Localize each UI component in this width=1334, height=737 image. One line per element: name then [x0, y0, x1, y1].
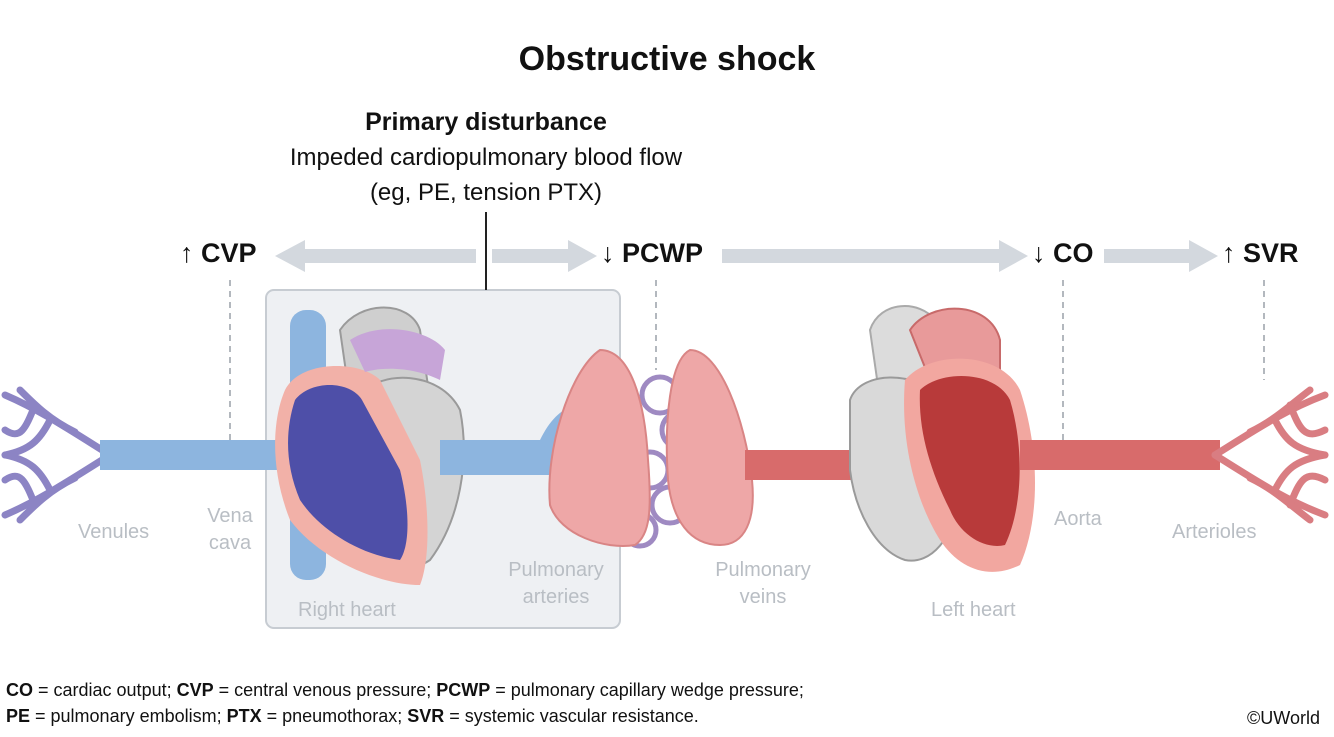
flow-arrows: [275, 240, 1218, 272]
pulmonary-vein-vessel: [745, 450, 870, 480]
legend-definition: = pulmonary capillary wedge pressure;: [490, 680, 804, 700]
legend-definition: = pulmonary embolism;: [30, 706, 227, 726]
right-heart-label: Right heart: [298, 599, 396, 621]
legend-definition: = central venous pressure;: [213, 680, 437, 700]
pulmonary-veins-label-line2: veins: [739, 586, 787, 608]
legend-line-1: CO = cardiac output; CVP = central venou…: [6, 680, 804, 701]
pulmonary-artery-vessel: [440, 440, 560, 475]
legend-definition: = systemic vascular resistance.: [444, 706, 699, 726]
lungs: [548, 348, 754, 547]
legend-term: CVP: [176, 680, 214, 700]
pulmonary-arteries-label-line1: Pulmonary: [508, 559, 604, 581]
legend-term: SVR: [407, 706, 445, 726]
arterioles-branches: [1211, 386, 1329, 524]
right-heart: [275, 306, 465, 585]
pulmonary-veins-label: Pulmonary veins: [707, 557, 819, 611]
left-heart: [849, 305, 1035, 572]
co-indicator: ↓ CO: [1032, 238, 1094, 268]
pulmonary-arteries-label-line2: arteries: [522, 586, 590, 608]
venules-branches: [1, 386, 114, 524]
primary-disturbance-heading: Primary disturbance: [365, 108, 607, 136]
pulmonary-arteries-label: Pulmonary arteries: [500, 557, 612, 611]
legend-term: PTX: [226, 706, 262, 726]
copyright-notice: ©UWorld: [1247, 708, 1320, 728]
primary-disturbance-examples: (eg, PE, tension PTX): [369, 179, 603, 206]
vena-cava-label-line1: Vena: [207, 505, 253, 527]
legend-definition: = cardiac output;: [33, 680, 177, 700]
pulmonary-veins-label-line1: Pulmonary: [715, 559, 811, 581]
legend-definition: = pneumothorax;: [261, 706, 408, 726]
legend-term: PCWP: [436, 680, 491, 700]
page-title: Obstructive shock: [518, 40, 816, 78]
left-heart-label: Left heart: [931, 599, 1016, 621]
legend-term: PE: [6, 706, 31, 726]
aorta-vessel: [1020, 440, 1220, 470]
vena-cava-vessel: [100, 440, 300, 470]
arterioles-label: Arterioles: [1172, 521, 1257, 543]
svr-indicator: ↑ SVR: [1222, 238, 1299, 268]
dashed-guides: [229, 280, 1265, 440]
pcwp-indicator: ↓ PCWP: [601, 238, 704, 268]
cvp-indicator: ↑ CVP: [180, 238, 257, 268]
vena-cava-label: Vena cava: [202, 503, 258, 557]
aorta-label: Aorta: [1054, 508, 1102, 530]
legend-term: CO: [6, 680, 33, 700]
venules-label: Venules: [78, 521, 150, 543]
legend-line-2: PE = pulmonary embolism; PTX = pneumotho…: [6, 706, 699, 727]
vena-cava-label-line2: cava: [208, 532, 252, 554]
primary-disturbance-description: Impeded cardiopulmonary blood flow: [289, 144, 683, 171]
